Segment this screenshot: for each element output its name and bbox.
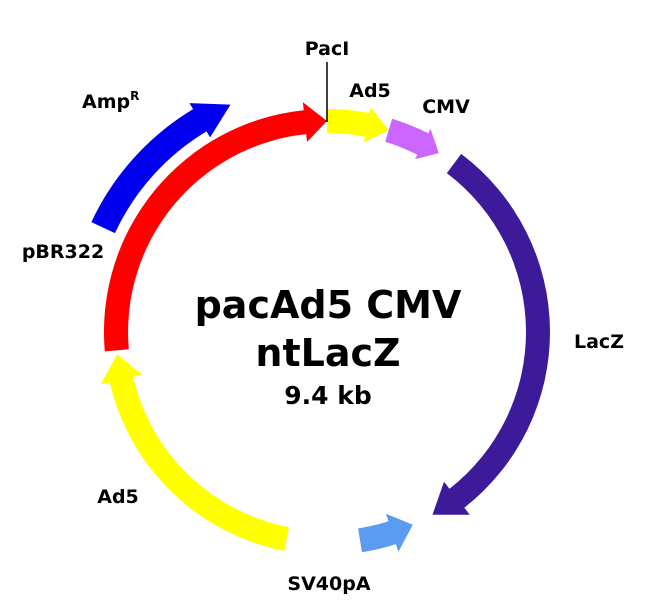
pbr322-label: pBR322 <box>22 241 104 263</box>
lacz-label: LacZ <box>574 331 624 353</box>
plasmid-size: 9.4 kb <box>284 381 372 410</box>
ampr-segment <box>91 103 231 234</box>
sv40pa-label: SV40pA <box>287 573 370 595</box>
ad5-right-segment <box>327 107 389 143</box>
plasmid-name-line2: ntLacZ <box>255 331 400 375</box>
plasmid-name-line1: pacAd5 CMV <box>195 283 462 327</box>
lacz-segment <box>432 153 550 515</box>
cmv-label: CMV <box>422 96 470 118</box>
sv40pa-segment <box>358 513 413 553</box>
ad5-left-segment <box>100 354 290 551</box>
ampr-label-main: Amp <box>82 91 130 113</box>
ampr-label-superscript: R <box>130 89 139 103</box>
ad5-right-label: Ad5 <box>349 80 391 102</box>
cmv-segment <box>385 118 439 160</box>
paci-label: PacI <box>305 38 350 60</box>
pbr322-segment <box>103 102 327 352</box>
ad5-left-label: Ad5 <box>97 486 139 508</box>
ampr-label: AmpR <box>82 89 139 113</box>
